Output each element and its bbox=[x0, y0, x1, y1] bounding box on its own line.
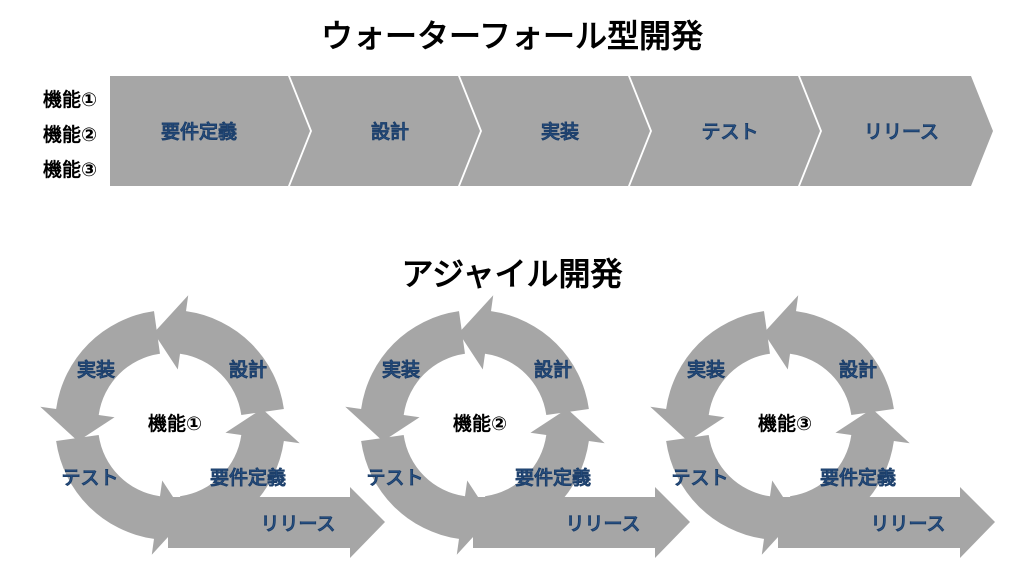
phase-label: 設計 bbox=[371, 120, 409, 143]
waterfall-feature-3: 機能③ bbox=[43, 158, 97, 181]
design-arrow bbox=[458, 295, 589, 415]
test-label: テスト bbox=[366, 467, 423, 489]
test-arrow bbox=[666, 435, 797, 555]
test-arrow bbox=[361, 435, 492, 555]
test-arrow bbox=[56, 435, 187, 555]
cycle-feature-label: 機能① bbox=[148, 412, 202, 435]
release-arrow bbox=[473, 487, 690, 558]
cycle-feature-label: 機能② bbox=[453, 412, 507, 435]
release-arrow bbox=[778, 487, 995, 558]
implement-arrow bbox=[345, 311, 465, 442]
waterfall-feature-2: 機能② bbox=[43, 123, 97, 146]
implement-arrow bbox=[40, 311, 160, 442]
phase-label: テスト bbox=[701, 121, 758, 143]
implement-label: 実装 bbox=[77, 358, 115, 381]
waterfall-title: ウォーターフォール型開発 bbox=[321, 17, 704, 55]
release-label: リリース bbox=[870, 513, 945, 535]
requirements-label: 要件定義 bbox=[820, 466, 896, 489]
test-label: テスト bbox=[61, 467, 118, 489]
implement-label: 実装 bbox=[382, 358, 420, 381]
phase-label: 要件定義 bbox=[161, 120, 237, 143]
phase-chevron bbox=[290, 76, 480, 186]
test-label: テスト bbox=[671, 467, 728, 489]
phase-chevron bbox=[800, 76, 993, 186]
implement-label: 実装 bbox=[687, 358, 725, 381]
design-arrow bbox=[763, 295, 894, 415]
design-label: 設計 bbox=[534, 358, 572, 381]
design-label: 設計 bbox=[229, 358, 267, 381]
phase-label: 実装 bbox=[541, 120, 579, 143]
requirements-label: 要件定義 bbox=[210, 466, 286, 489]
release-label: リリース bbox=[260, 513, 335, 535]
design-label: 設計 bbox=[839, 358, 877, 381]
cycle-feature-label: 機能③ bbox=[758, 412, 812, 435]
design-arrow bbox=[153, 295, 284, 415]
requirements-label: 要件定義 bbox=[515, 466, 591, 489]
phase-chevron bbox=[110, 76, 310, 186]
implement-arrow bbox=[650, 311, 770, 442]
release-arrow bbox=[168, 487, 385, 558]
release-label: リリース bbox=[565, 513, 640, 535]
phase-label: リリース bbox=[864, 121, 939, 143]
phase-chevron bbox=[460, 76, 650, 186]
waterfall-feature-1: 機能① bbox=[43, 88, 97, 111]
agile-title: アジャイル開発 bbox=[401, 255, 623, 293]
phase-chevron bbox=[630, 76, 820, 186]
